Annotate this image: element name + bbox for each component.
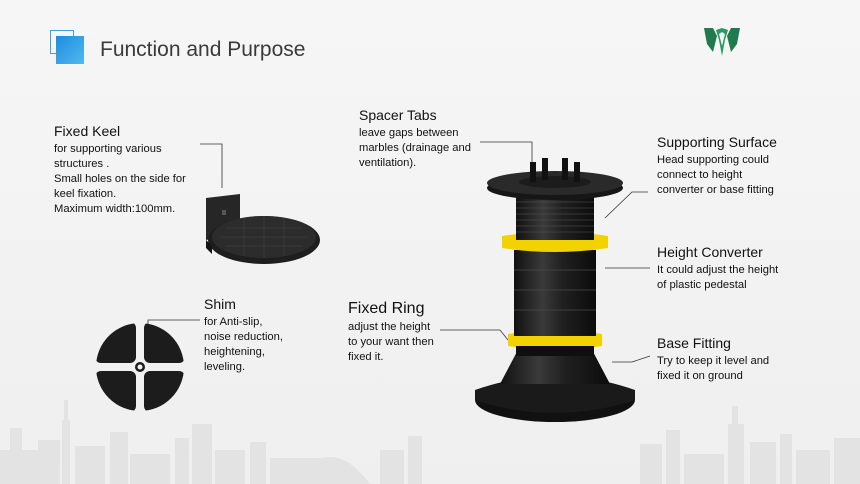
pedestal-product-image: [475, 158, 635, 422]
spacer-tabs-title: Spacer Tabs: [359, 107, 437, 123]
base-fitting-label: Base Fitting Try to keep it level and fi…: [657, 335, 769, 384]
company-logo-icon: [704, 28, 740, 56]
shim-label: Shim for Anti-slip, noise reduction, hei…: [204, 296, 283, 375]
fixed-ring-label: Fixed Ring adjust the height to your wan…: [348, 299, 434, 365]
fixed-ring-title: Fixed Ring: [348, 300, 425, 317]
supporting-surface-label: Supporting Surface Head supporting could…: [657, 134, 777, 198]
spacer-tabs-label: Spacer Tabs leave gaps between marbles (…: [359, 107, 471, 171]
fixed-keel-title: Fixed Keel: [54, 123, 121, 139]
fixed-keel-image: [206, 194, 320, 264]
supporting-surface-description: Head supporting could connect to height …: [657, 154, 774, 196]
title-accent-square: [56, 36, 84, 64]
shim-description: for Anti-slip, noise reduction, heighten…: [204, 316, 283, 373]
shim-image: [96, 323, 184, 411]
height-converter-title: Height Converter: [657, 244, 763, 260]
supporting-surface-title: Supporting Surface: [657, 134, 777, 150]
height-converter-description: It could adjust the height of plastic pe…: [657, 264, 779, 291]
base-fitting-title: Base Fitting: [657, 335, 731, 351]
shim-title: Shim: [204, 296, 236, 312]
page-title: Function and Purpose: [100, 38, 306, 61]
base-fitting-description: Try to keep it level and fixed it on gro…: [657, 355, 770, 382]
fixed-keel-label: Fixed Keel for supporting various struct…: [54, 123, 186, 217]
height-converter-label: Height Converter It could adjust the hei…: [657, 244, 778, 293]
skyline-background: [0, 400, 860, 484]
fixed-keel-description: for supporting various structures . Smal…: [54, 143, 186, 215]
spacer-tabs-description: leave gaps between marbles (drainage and…: [359, 127, 471, 169]
fixed-ring-description: adjust the height to your want then fixe…: [348, 321, 434, 363]
